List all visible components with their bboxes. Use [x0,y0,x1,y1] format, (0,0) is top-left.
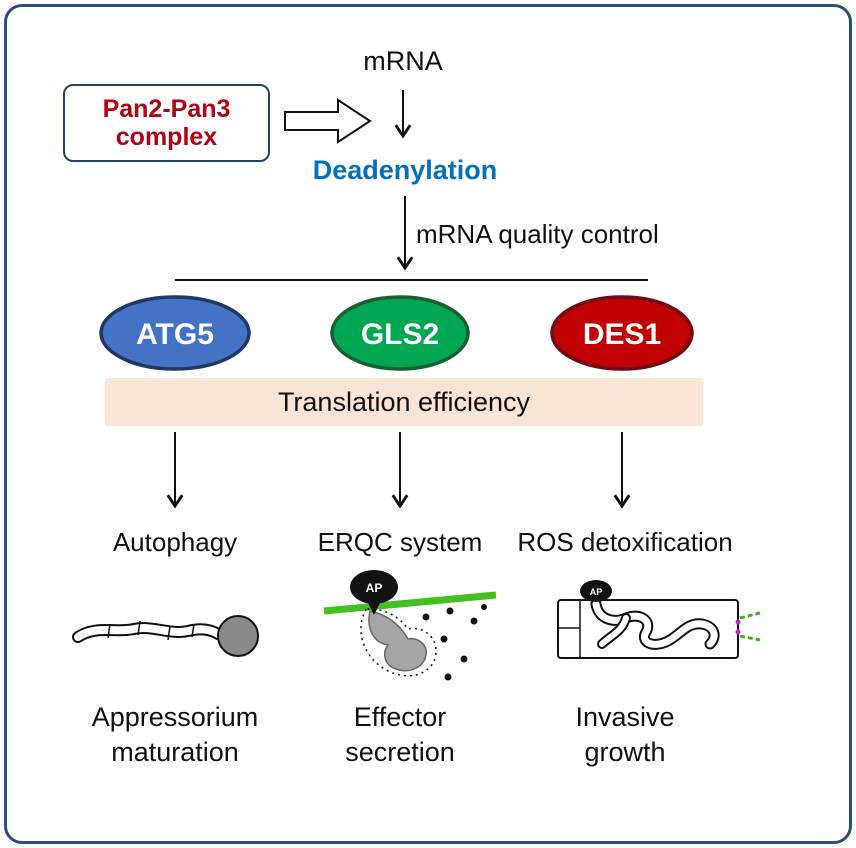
outcome-erqc-system: ERQC system [317,527,483,557]
invasive-hyphae [590,598,720,650]
pan-complex-line2: complex [115,123,218,151]
result-line1: Invasive [575,702,675,732]
appressorium-illustration [72,615,259,657]
result-invasive-growth: Invasive growth [515,700,735,770]
mrna-quality-control-label: mRNA quality control [416,219,659,249]
gene-node-gls2 [330,295,470,371]
pan-complex-line1: Pan2-Pan3 [102,95,231,123]
result-effector-secretion: Effector secretion [290,700,510,770]
pan2-pan3-complex-box: Pan2-Pan3 complex [63,84,270,162]
appressorium-cell [217,615,259,657]
germ-tube-body [74,624,222,641]
invasive-growth-illustration: AP [557,580,761,659]
gene-label-des1: DES1 [583,318,661,351]
plant-surface-line [323,591,497,615]
result-line2: maturation [111,737,239,768]
ap-label: AP [590,587,603,597]
germ-tube-septa [107,620,195,641]
deadenylation-label: Deadenylation [312,155,498,185]
hollow-arrow-pan-complex [284,98,372,144]
appressorium-blob [580,580,612,602]
gene-label-atg5: ATG5 [136,318,214,351]
gene-node-des1 [550,295,694,371]
mrna-label: mRNA [363,46,443,76]
gene-node-atg5 [99,295,251,371]
gene-label-gls2: GLS2 [361,318,439,351]
result-line2: growth [584,737,666,768]
appressorium-blob [350,570,398,604]
ap-label: AP [366,581,383,595]
outcome-autophagy: Autophagy [112,527,238,557]
effector-secretion-illustration: AP [323,570,497,681]
interface-dots-magenta [735,619,741,635]
result-line1: Effector [353,702,447,732]
extending-hyphae-green [739,611,761,642]
translation-efficiency-label: Translation efficiency [277,386,531,417]
effector-dots [422,604,487,681]
result-line1: Appressorium [91,702,259,732]
invasive-hypha [368,610,427,672]
bic-dotted-outline [360,608,437,677]
outcome-ros-detoxification: ROS detoxification [517,527,733,557]
result-appressorium-maturation: Appressorium maturation [60,700,290,770]
cell-wall-lines [558,600,581,658]
result-line2: secretion [345,737,455,768]
